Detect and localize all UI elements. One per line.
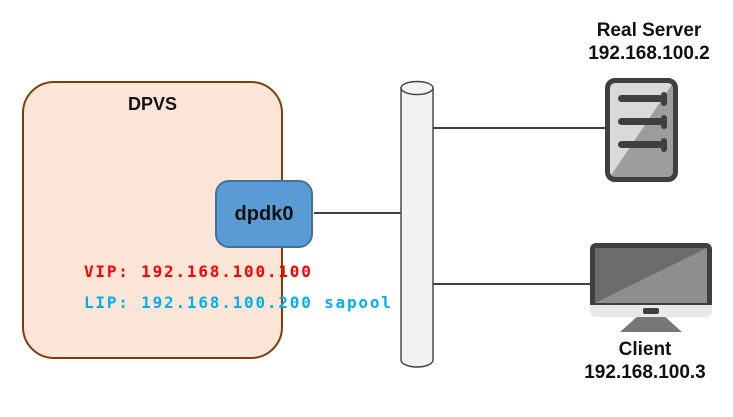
monitor-button: [643, 308, 659, 314]
real-server-label: Real Server 192.168.100.2: [588, 19, 710, 65]
server-slot-bar: [618, 118, 663, 125]
monitor-bezel: [590, 305, 712, 317]
dpdk0-interface-node: dpdk0: [215, 180, 313, 248]
real-server-ip: 192.168.100.2: [588, 43, 710, 64]
client-name: Client: [618, 339, 672, 360]
desktop-monitor-icon: [590, 243, 712, 333]
dpdk0-interface-label: dpdk0: [234, 202, 294, 225]
dpvs-node-title: DPVS: [127, 94, 178, 114]
client-ip: 192.168.100.3: [584, 362, 706, 383]
server-drive-tick: [661, 138, 667, 152]
vip-address-text: VIP: 192.168.100.100: [84, 262, 313, 281]
server-slot-bar: [618, 141, 663, 148]
server-tower-icon: [605, 78, 678, 182]
lip-address-text: LIP: 192.168.100.200 sapool: [84, 293, 393, 312]
server-drive-tick: [661, 115, 667, 129]
real-server-name: Real Server: [596, 20, 702, 41]
server-slot-bar: [618, 95, 663, 102]
client-label: Client 192.168.100.3: [584, 338, 706, 384]
monitor-frame: [590, 243, 712, 305]
server-drive-tick: [661, 92, 667, 106]
monitor-screen: [595, 248, 707, 303]
network-bus-cylinder-icon: [400, 80, 434, 368]
monitor-stand: [620, 317, 682, 332]
